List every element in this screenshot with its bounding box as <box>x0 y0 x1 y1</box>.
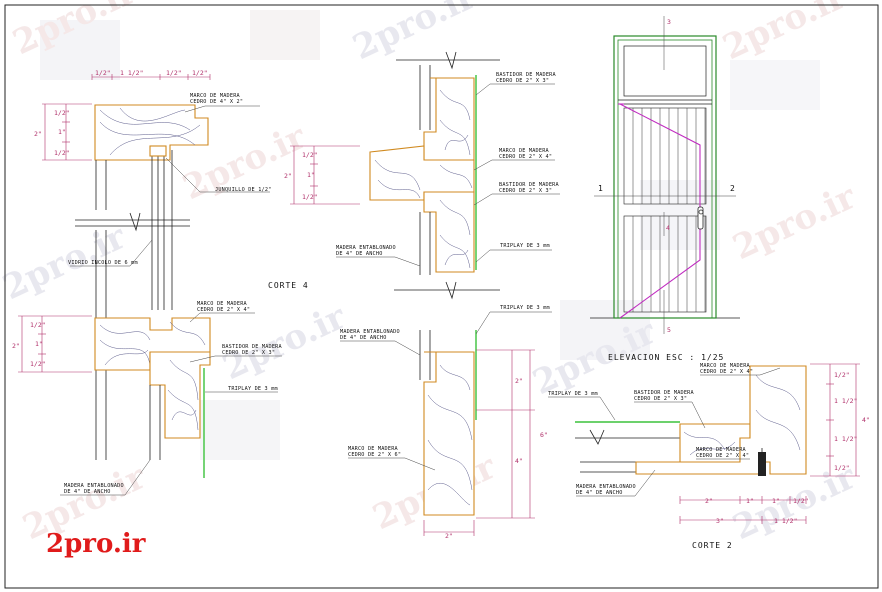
dim-label: 2" <box>705 497 713 505</box>
marker-2: 2 <box>730 184 736 193</box>
label-marco-mid: MARCO DE MADERA <box>499 148 550 154</box>
label-bastidor: BASTIDOR DE MADERA <box>222 344 282 350</box>
label-entablonado-mid: MADERA ENTABLONADO <box>336 245 396 251</box>
dim-label: 1/2" <box>30 360 46 368</box>
wood-bastidor <box>149 351 211 439</box>
label-bastidor-c2: BASTIDOR DE MADERA <box>634 390 694 396</box>
label-marco-right-c2: MARCO DE MADERA <box>700 363 751 369</box>
label-entablonado: MADERA ENTABLONADO <box>64 483 124 489</box>
dim-label: 1/2" <box>30 321 46 329</box>
label-entablonado-mid: DE 4" DE ANCHO <box>336 251 383 257</box>
marker-4: 4 <box>666 224 670 232</box>
dim-label: 2" <box>284 172 292 180</box>
dim-label: 1 1/2" <box>834 435 857 443</box>
wood-bastidor-mid <box>423 191 475 273</box>
dim-label: 4" <box>515 457 523 465</box>
dim-label: 1/2" <box>834 464 850 472</box>
dim-label: 1" <box>772 497 780 505</box>
dim-label: 1 1/2" <box>120 69 143 77</box>
label-triplay-mid: TRIPLAY DE 3 mm <box>500 243 550 249</box>
dim-label: 2" <box>445 532 453 540</box>
label-marco-c2: CEDRO DE 2" X 4" <box>696 453 749 459</box>
wood-marco-low <box>423 351 475 516</box>
label-marco-bottom: MARCO DE MADERA <box>197 301 248 307</box>
label-marco-mid: CEDRO DE 2" X 4" <box>499 154 552 160</box>
label-bastidor: CEDRO DE 2" X 3" <box>222 350 275 356</box>
section-corte-middle: BASTIDOR DE MADERA CEDRO DE 2" X 3" MARC… <box>284 51 560 540</box>
dim-label: 1" <box>58 128 66 136</box>
label-bastidor-c2: CEDRO DE 2" X 3" <box>634 396 687 402</box>
label-entablonado-c2: MADERA ENTABLONADO <box>576 484 636 490</box>
label-bastidor-mid: CEDRO DE 2" X 3" <box>499 188 552 194</box>
sheet-border <box>4 4 879 589</box>
label-triplay-c2: TRIPLAY DE 3 mm <box>548 391 598 397</box>
label-bastidor-top: BASTIDOR DE MADERA <box>496 72 556 78</box>
wood-frame-top <box>94 104 209 161</box>
title-corte-4: CORTE 4 <box>268 281 309 290</box>
dim-label: 1/2" <box>834 371 850 379</box>
title-elevacion: ELEVACION ESC : 1/25 <box>608 353 724 362</box>
label-triplay: TRIPLAY DE 3 mm <box>228 386 278 392</box>
dim-label: 2" <box>515 377 523 385</box>
label-marco-c2: MARCO DE MADERA <box>696 447 747 453</box>
label-bastidor-mid: BASTIDOR DE MADERA <box>499 182 559 188</box>
dim-label: 6" <box>540 431 548 439</box>
dim-label: 2" <box>12 342 20 350</box>
section-corte-4: 1/2" 1 1/2" 1/2" 1/2" 1/2" 1" 1/2" 2" <box>12 69 309 496</box>
label-marco-bottom: CEDRO DE 2" X 4" <box>197 307 250 313</box>
dim-label: 1/2" <box>302 193 318 201</box>
marker-3: 3 <box>667 18 671 26</box>
title-corte-2: CORTE 2 <box>692 541 733 550</box>
label-marco-low: CEDRO DE 2" X 6" <box>348 452 401 458</box>
label-marco-low: MARCO DE MADERA <box>348 446 399 452</box>
dim-label: 1/2" <box>95 69 111 77</box>
label-entablonado-c2: DE 4" DE ANCHO <box>576 490 623 496</box>
door-elevation: 3 5 1 2 4 ELEVACION ESC : 1/25 <box>590 16 740 362</box>
dim-label: 1/2" <box>166 69 182 77</box>
dim-label: 1 1/2" <box>774 517 797 525</box>
marker-5: 5 <box>667 326 671 334</box>
label-marco-top: MARCO DE MADERA <box>190 93 241 99</box>
dim-label: 1" <box>746 497 754 505</box>
dim-label: 1" <box>307 171 315 179</box>
brand-logo: 2pro.ir <box>46 529 146 559</box>
label-triplay-low: TRIPLAY DE 3 mm <box>500 305 550 311</box>
marker-1: 1 <box>598 184 604 193</box>
dim-label: 4" <box>862 416 870 424</box>
dim-label: 3" <box>716 517 724 525</box>
dim-label: 1/2" <box>54 149 70 157</box>
label-entablonado: DE 4" DE ANCHO <box>64 489 111 495</box>
dim-label: 1/2" <box>793 497 809 505</box>
wood-frame-bottom <box>94 317 211 371</box>
dim-label: 2" <box>34 130 42 138</box>
dim-label: 1" <box>35 340 43 348</box>
label-marco-top: CEDRO DE 4" X 2" <box>190 99 243 105</box>
label-marco-right-c2: CEDRO DE 2" X 4" <box>700 369 753 375</box>
dim-label: 1/2" <box>302 151 318 159</box>
label-entablonado-low: MADERA ENTABLONADO <box>340 329 400 335</box>
dim-label: 1 1/2" <box>834 397 857 405</box>
dim-label: 1/2" <box>192 69 208 77</box>
label-bastidor-top: CEDRO DE 2" X 3" <box>496 78 549 84</box>
label-junquillo: JUNQUILLO DE 1/2" <box>215 187 272 193</box>
dim-label: 1/2" <box>54 109 70 117</box>
section-corte-2: TRIPLAY DE 3 mm BASTIDOR DE MADERA CEDRO… <box>548 363 870 550</box>
label-vidrio: VIDRIO INCOLO DE 6 mm <box>68 260 138 266</box>
label-entablonado-low: DE 4" DE ANCHO <box>340 335 387 341</box>
